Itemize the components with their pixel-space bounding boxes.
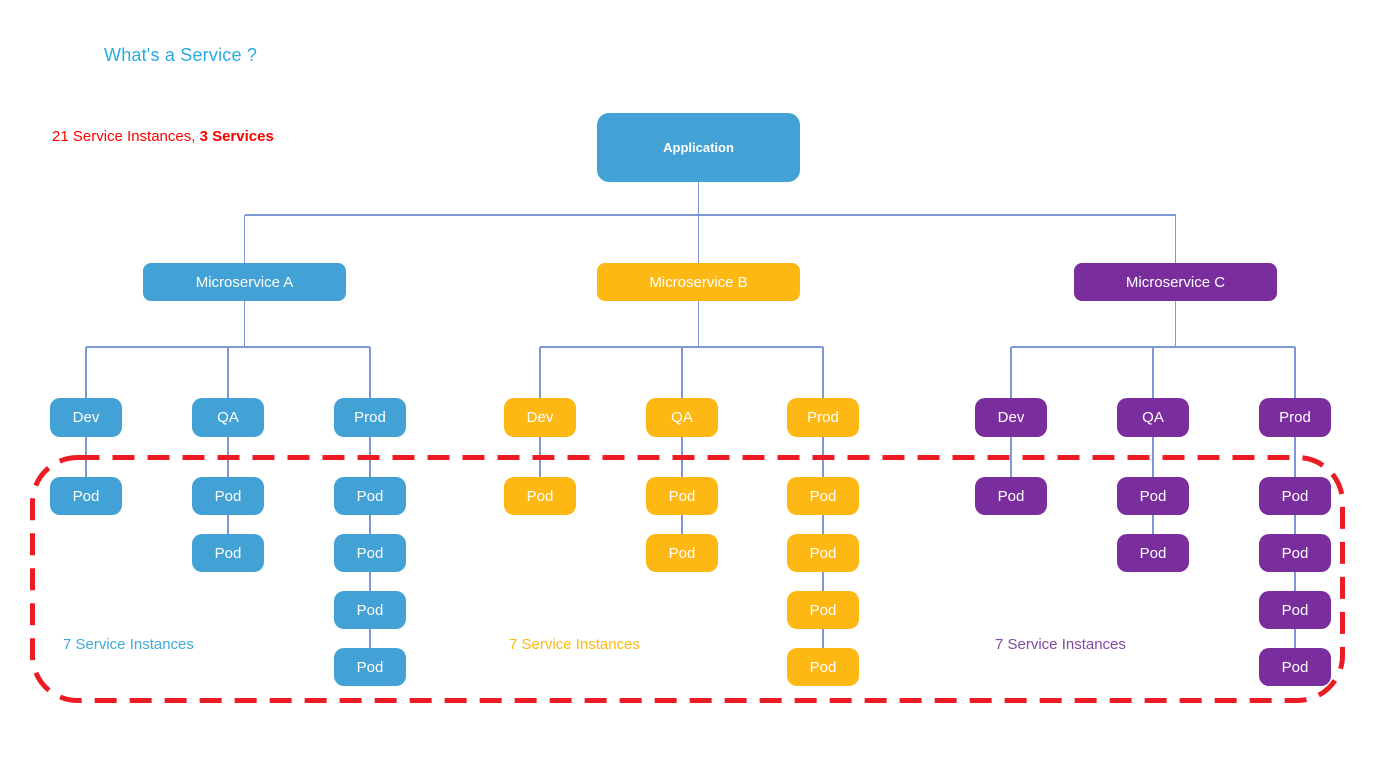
environment-node: Dev (504, 398, 576, 437)
summary-bold-text: 3 Services (199, 128, 274, 145)
pod-node: Pod (334, 648, 406, 686)
connector-line (1174, 301, 1177, 347)
environment-node: Dev (975, 398, 1047, 437)
application-node: Application (597, 113, 800, 182)
pod-node: Pod (1259, 591, 1331, 629)
pod-node: Pod (50, 477, 122, 515)
environment-node: QA (192, 398, 264, 437)
connector-line (822, 347, 824, 398)
connector-line (243, 301, 246, 347)
connector-line (227, 347, 229, 398)
instances-count-label: 7 Service Instances (509, 636, 640, 653)
pod-node: Pod (1259, 477, 1331, 515)
pod-node: Pod (334, 591, 406, 629)
pod-node: Pod (504, 477, 576, 515)
connector-line (1294, 347, 1296, 398)
environment-node: Prod (1259, 398, 1331, 437)
connector-line (369, 347, 371, 398)
pod-node: Pod (1117, 477, 1189, 515)
connector-line (1152, 515, 1154, 534)
pod-node: Pod (787, 591, 859, 629)
connector-line (244, 214, 1176, 216)
connector-line (697, 182, 700, 215)
connector-line (369, 629, 371, 648)
microservice-node: Microservice C (1074, 263, 1277, 301)
pod-node: Pod (1259, 534, 1331, 572)
connector-line (1294, 437, 1296, 477)
pod-node: Pod (192, 477, 264, 515)
pod-node: Pod (646, 534, 718, 572)
connector-line (681, 437, 683, 477)
connector-line (369, 572, 371, 591)
pod-node: Pod (787, 648, 859, 686)
summary-text: 21 Service Instances, 3 Services (52, 128, 274, 145)
pod-node: Pod (1117, 534, 1189, 572)
pod-node: Pod (787, 534, 859, 572)
environment-node: QA (1117, 398, 1189, 437)
connector-line (539, 437, 541, 477)
connector-line (697, 301, 700, 347)
connector-line (227, 437, 229, 477)
connector-line (822, 629, 824, 648)
page-title: What's a Service ? (104, 45, 258, 65)
pod-node: Pod (334, 534, 406, 572)
environment-node: Dev (50, 398, 122, 437)
pod-node: Pod (192, 534, 264, 572)
connector-line (1010, 437, 1012, 477)
connector-line (681, 515, 683, 534)
instances-count-label: 7 Service Instances (995, 636, 1126, 653)
environment-node: QA (646, 398, 718, 437)
instances-count-label: 7 Service Instances (63, 636, 194, 653)
connector-line (1294, 572, 1296, 591)
connector-line (1294, 515, 1296, 534)
connector-line (1174, 215, 1177, 263)
connector-line (85, 437, 87, 477)
connector-line (697, 215, 700, 263)
connector-line (1010, 347, 1012, 398)
connector-line (227, 515, 229, 534)
pod-node: Pod (975, 477, 1047, 515)
connector-line (822, 437, 824, 477)
connector-line (681, 347, 683, 398)
microservice-node: Microservice A (143, 263, 346, 301)
connector-line (822, 515, 824, 534)
connector-line (822, 572, 824, 591)
pod-node: Pod (1259, 648, 1331, 686)
connector-line (369, 437, 371, 477)
environment-node: Prod (787, 398, 859, 437)
connector-line (243, 215, 246, 263)
connector-line (85, 347, 87, 398)
connector-line (1152, 437, 1154, 477)
environment-node: Prod (334, 398, 406, 437)
connector-line (1294, 629, 1296, 648)
pod-node: Pod (787, 477, 859, 515)
pod-node: Pod (646, 477, 718, 515)
summary-normal-text: 21 Service Instances, (52, 128, 200, 145)
connector-line (369, 515, 371, 534)
connector-line (539, 347, 541, 398)
pod-node: Pod (334, 477, 406, 515)
connector-line (1152, 347, 1154, 398)
microservice-node: Microservice B (597, 263, 800, 301)
